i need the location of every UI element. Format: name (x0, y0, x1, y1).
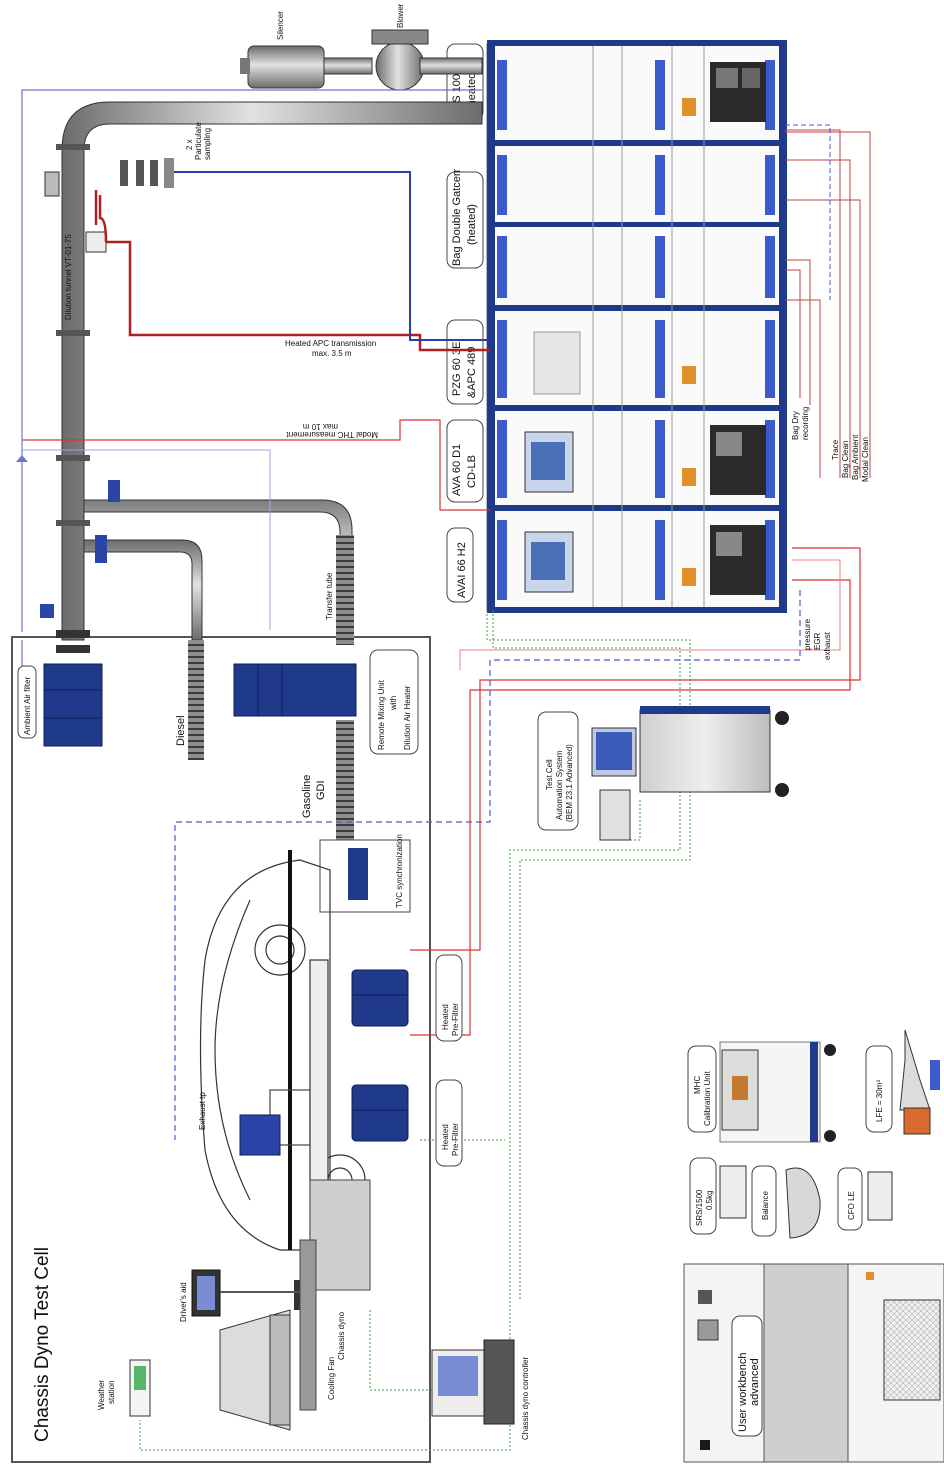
label-particle-sampling-2: Particulate (194, 122, 203, 160)
user-workbench (684, 1264, 944, 1462)
label-transfer-tube: Transfer tube (325, 572, 334, 620)
label-gdi: GDI (315, 780, 327, 800)
heated-prefilter-2 (352, 1085, 408, 1141)
label-heated-line: Heated APC transmission (285, 339, 376, 348)
label-modal-clean: Modal Clean (861, 437, 870, 482)
label-lfe: LFE = 30m³ (875, 1080, 884, 1122)
label-dyno-controller: Chassis dyno controller (521, 1357, 530, 1440)
label-pzg-sub: &APC 489 (466, 347, 478, 398)
particle-probes (120, 158, 174, 188)
label-heated-prefilter-1: Heated (441, 1004, 450, 1030)
gasoline-flex-hose (336, 535, 354, 645)
label-ava-h2: AVAI 66 H2 (456, 542, 468, 598)
modal-thc-line (22, 420, 490, 510)
label-weather-station: Weather (97, 1380, 106, 1410)
dyno-controller (432, 1340, 514, 1424)
cooling-fan (220, 1310, 290, 1430)
apc-probe-box (86, 232, 106, 252)
grd-device (720, 1166, 746, 1218)
label-heated-prefilter-2b: Pre-Filter (451, 1123, 460, 1156)
label-grd-2: 0.5kg (705, 1190, 714, 1210)
label-bag-dry: Bag Dry (791, 411, 800, 440)
label-bag-ambient: Bag Ambient (851, 434, 860, 480)
heated-apc-line (100, 195, 490, 350)
label-ava-d1-sub: CD-LB (466, 455, 478, 488)
label-bag-clean: Bag Clean (841, 441, 850, 478)
label-balance: Balance (761, 1191, 770, 1220)
label-ambient-filter: Ambient Air filter (23, 676, 32, 735)
label-silencer: Silencer (276, 11, 285, 40)
lfe-unit (900, 1030, 940, 1134)
label-cfo: CFO LE (847, 1191, 856, 1220)
analyzer-cabinets (487, 40, 787, 613)
silencer (240, 46, 372, 88)
balance-device (786, 1168, 820, 1238)
label-dilution-tunnel: Dilution tunnel VT-01-75 (64, 234, 73, 320)
label-gasoline: Gasoline (301, 775, 313, 818)
remote-mixing-unit (234, 664, 356, 716)
label-heated-prefilter-1b: Pre-Filter (451, 1003, 460, 1036)
particle-sample-line (174, 172, 490, 340)
label-ava-d1: AVA 60 D1 (451, 444, 463, 496)
label-tvc: TVC synchronization (395, 834, 404, 908)
dilution-tunnel (40, 102, 482, 653)
heated-prefilter-1 (352, 970, 408, 1026)
label-particle-sampling: 2 x (185, 139, 194, 150)
label-trace: Trace (831, 439, 840, 460)
exhaust-tp-unit (240, 1115, 280, 1155)
test-cell-title: Chassis Dyno Test Cell (32, 1247, 53, 1442)
drivers-aid (192, 1270, 300, 1316)
ambient-air-filter-unit (44, 664, 102, 746)
label-diesel: Diesel (175, 715, 187, 746)
label-heated-prefilter-2: Heated (441, 1124, 450, 1150)
label-blower: Blower (396, 3, 405, 28)
label-pressure: pressure (803, 618, 812, 650)
label-mixing-unit-3: Dilution Air Heater (403, 685, 412, 750)
label-automation-2: Automation System (555, 750, 564, 820)
label-chassis-dyno: Chassis dyno (337, 1311, 346, 1360)
label-exhaust-tp: Exhaust tp (198, 1092, 207, 1130)
label-particle-sampling-3: sampling (203, 128, 212, 160)
label-workbench-2: advanced (749, 1358, 761, 1406)
label-modal-line-2: max 10 m (303, 422, 338, 431)
label-heated-line-2: max. 3.5 m (312, 349, 352, 358)
label-exhaust: exhaust (823, 631, 832, 660)
label-automation-3: (BEM 23.1 Advanced) (565, 744, 574, 822)
label-mhc-2: Calibration Unit (703, 1071, 712, 1126)
diesel-flex-hose (188, 640, 204, 760)
label-workbench: User workbench (737, 1353, 749, 1432)
label-mixing-unit: Remote Mixing Unit (377, 679, 386, 750)
mhc-calibration-unit (720, 1042, 836, 1142)
label-grd: SRS/1500 (695, 1189, 704, 1226)
label-mhc: MHC (693, 1076, 702, 1094)
label-bag-gatherer: Bag Double Gatcerr (451, 168, 463, 266)
label-automation: Test Cell (545, 759, 554, 790)
weather-station (130, 1360, 150, 1416)
label-cooling-fan: Cooling Fan (327, 1357, 336, 1400)
label-mixing-unit-2: with (389, 696, 398, 711)
label-egr: EGR (813, 632, 822, 650)
label-drivers-aid: Driver's aid (179, 1282, 188, 1322)
gasoline-branch-pipe (84, 490, 352, 640)
label-bag-gatherer-sub: (heated) (466, 204, 478, 245)
label-recording: recording (801, 407, 810, 440)
label-weather-station-2: station (107, 1380, 116, 1404)
cfo-device (868, 1172, 892, 1220)
